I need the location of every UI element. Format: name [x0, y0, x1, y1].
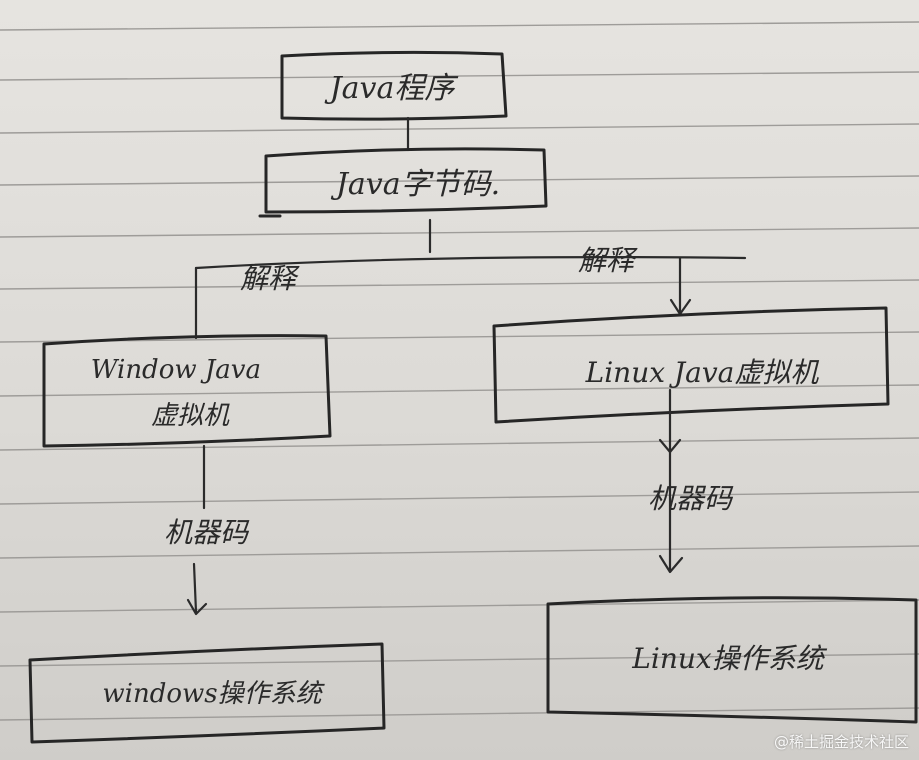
- edge-bytecode-branch: [194, 218, 747, 340]
- edge-label-interpret-right: 解释: [578, 244, 638, 277]
- node-windows-jvm-label: Window Java 虚拟机: [91, 355, 270, 431]
- node-windows-jvm: Window Java 虚拟机: [42, 334, 332, 448]
- node-windows-os-box: [28, 642, 386, 744]
- node-java-bytecode: Java字节码.: [258, 147, 548, 218]
- node-java-program-label: Java程序: [324, 71, 459, 106]
- edge-windows-jvm-to-os: [186, 444, 208, 616]
- node-windows-jvm-label-line2: 虚拟机: [151, 401, 230, 431]
- node-windows-os: windows操作系统: [28, 642, 386, 744]
- edge-linux-jvm-to-os: [658, 388, 684, 574]
- watermark: @稀土掘金技术社区: [773, 733, 909, 751]
- node-java-program: Java程序: [280, 50, 508, 121]
- node-windows-jvm-label-line1: Window Java: [91, 355, 261, 385]
- node-windows-jvm-box: [42, 334, 332, 448]
- node-java-program-box: [280, 50, 508, 121]
- node-linux-jvm-label: Linux Java虚拟机: [585, 356, 820, 389]
- node-java-bytecode-label: Java字节码.: [330, 167, 500, 202]
- node-java-bytecode-box: [258, 147, 548, 218]
- ruled-lines: [0, 21, 919, 721]
- edge-label-machine-code-right: 机器码: [648, 482, 734, 515]
- node-linux-os-label: Linux操作系统: [631, 642, 827, 675]
- node-linux-jvm: Linux Java虚拟机: [492, 306, 890, 424]
- edge-label-machine-code-left: 机器码: [164, 516, 250, 549]
- edge-label-interpret-left: 解释: [240, 262, 300, 295]
- node-windows-os-label: windows操作系统: [102, 679, 325, 709]
- node-linux-os-box: [546, 596, 918, 724]
- node-linux-jvm-box: [492, 306, 890, 424]
- node-linux-os: Linux操作系统: [546, 596, 918, 724]
